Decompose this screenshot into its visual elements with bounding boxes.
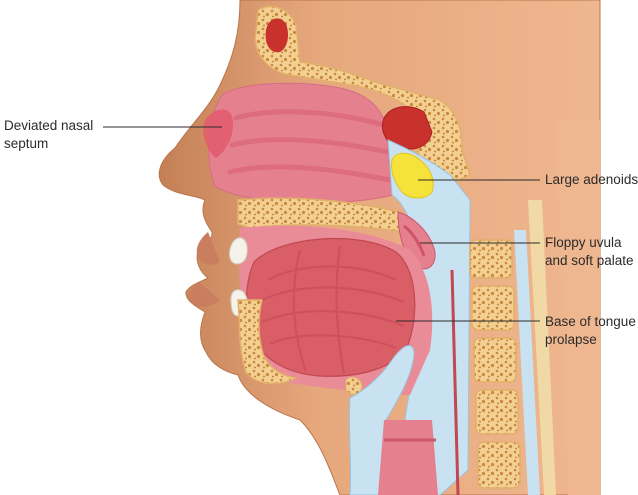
large-adenoids (391, 152, 434, 199)
mandible (237, 299, 299, 385)
label-base-of-tongue: Base of tongue prolapse (545, 313, 636, 349)
label-line: septum (4, 136, 49, 151)
label-line: Deviated nasal (4, 118, 94, 133)
larynx (348, 345, 415, 495)
label-line: Large adenoids (545, 172, 638, 187)
vertebra (469, 239, 513, 279)
label-floppy-uvula: Floppy uvula and soft palate (545, 234, 634, 270)
upper-lip (196, 232, 220, 265)
vertebra (473, 337, 517, 383)
spinal-canal (514, 230, 540, 495)
vertebra (471, 285, 515, 331)
pharyngeal-wall (450, 269, 460, 495)
trachea (378, 420, 438, 495)
tongue (245, 237, 416, 377)
spinal-cord (528, 200, 556, 495)
uvula-tissue (403, 224, 426, 257)
label-deviated-nasal-septum: Deviated nasal septum (4, 117, 93, 153)
upper-tooth (229, 237, 248, 265)
label-line: Base of tongue (545, 314, 636, 329)
label-line: Floppy uvula (545, 235, 622, 250)
label-line: and soft palate (545, 253, 634, 268)
frontal-sinus (265, 18, 288, 53)
deviated-septum (203, 109, 234, 158)
nasal-turbinates (227, 109, 393, 183)
hyoid-bone (345, 376, 363, 395)
vertebra (477, 441, 521, 489)
sphenoid-sinus (381, 106, 433, 150)
lower-lip (189, 283, 220, 307)
vertebra (475, 389, 519, 435)
label-large-adenoids: Large adenoids (545, 171, 638, 189)
neck-skin-posterior (556, 120, 600, 495)
cervical-spine (469, 239, 521, 489)
tongue-muscle-lines (261, 245, 405, 375)
label-line: prolapse (545, 332, 597, 347)
